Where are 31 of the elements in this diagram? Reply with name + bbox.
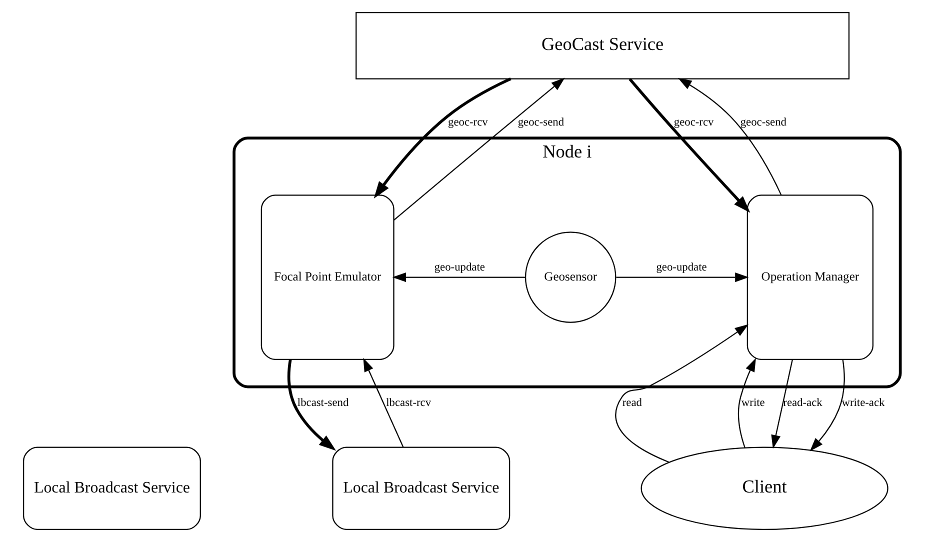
arrow <box>393 78 565 221</box>
node-box: Local Broadcast Service <box>23 446 201 530</box>
arrow <box>810 359 845 452</box>
arrow <box>678 78 782 196</box>
arrow <box>628 78 750 213</box>
edge-label: geoc-rcv <box>674 116 714 129</box>
edge-label: geo-update <box>656 261 707 274</box>
edge-label: geoc-send <box>740 116 786 129</box>
edge-label: geoc-send <box>518 116 564 129</box>
node-box: Focal Point Emulator <box>260 194 394 360</box>
node-circle: Geosensor <box>524 232 616 323</box>
arrow <box>738 358 756 448</box>
edge-label: lbcast-rcv <box>386 397 432 410</box>
node-box: Local Broadcast Service <box>332 446 510 530</box>
edge-label: lbcast-send <box>297 397 349 410</box>
arrow <box>615 324 749 463</box>
edge-label: read <box>622 397 642 410</box>
node-box: GeoCast Service <box>356 12 850 80</box>
node-box: Operation Manager <box>746 194 874 360</box>
edge-label: write-ack <box>842 397 885 410</box>
arrow <box>616 272 749 282</box>
arrow <box>392 272 526 282</box>
arrow <box>374 78 512 198</box>
edge-label: write <box>741 397 765 410</box>
arrow <box>771 359 794 449</box>
edge-label: geo-update <box>434 261 485 274</box>
node-ellipse: Client <box>640 446 888 530</box>
edge-label: geoc-rcv <box>448 116 488 129</box>
arrow <box>287 359 336 451</box>
arrow <box>363 358 404 448</box>
edge-label: read-ack <box>783 397 822 410</box>
